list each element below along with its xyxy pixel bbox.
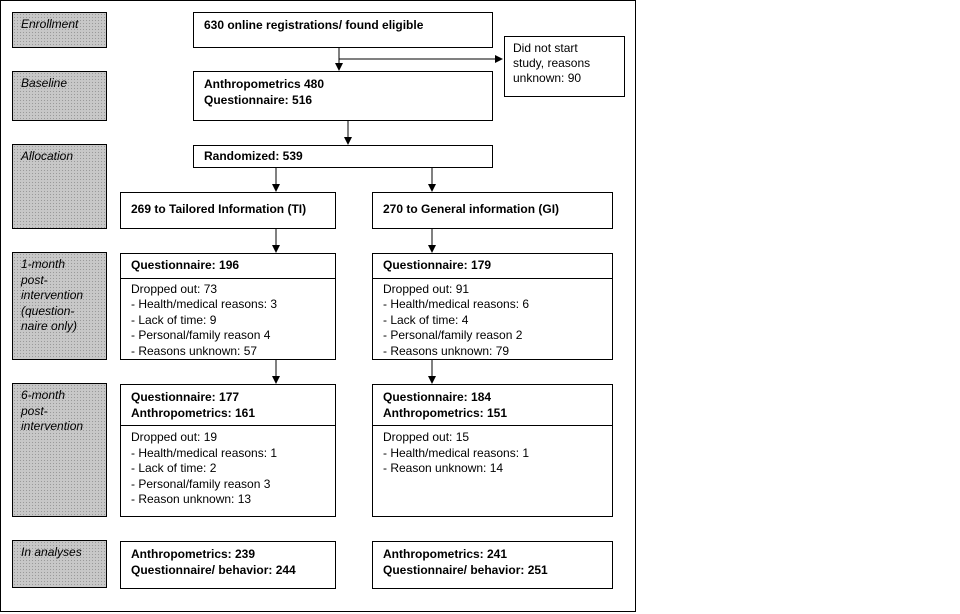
analyses-ti-line: Anthropometrics: 239 [131,547,256,561]
stage-label: 6-month [21,388,66,402]
one-month-ti-box: Questionnaire: 196 Dropped out: 73 - Hea… [120,253,336,360]
dropout-line: Dropped out: 15 [383,430,470,444]
stage-one-month: 1-month post- intervention (question- na… [12,252,107,360]
six-month-ti-header: Questionnaire: 177 [131,390,240,404]
six-month-ti-header: Anthropometrics: 161 [131,405,256,420]
analyses-ti-line: Questionnaire/ behavior: 244 [131,562,296,577]
dropout-line: - Reason unknown: 13 [131,492,252,506]
arm-gi-text: 270 to General information (GI) [383,202,560,216]
stage-label: Enrollment [21,17,79,31]
dropout-line: - Health/medical reasons: 6 [383,297,530,311]
stage-baseline: Baseline [12,71,107,121]
analyses-gi-line: Questionnaire/ behavior: 251 [383,562,548,577]
stage-allocation: Allocation [12,144,107,229]
randomized-box: Randomized: 539 [193,145,493,168]
arm-ti-text: 269 to Tailored Information (TI) [131,202,307,216]
arm-gi-box: 270 to General information (GI) [372,192,613,229]
stage-label: intervention [21,419,84,433]
baseline-line: Questionnaire: 516 [204,92,313,107]
six-month-gi-header: Questionnaire: 184 [383,390,492,404]
not-started-line: Did not start [513,41,578,55]
stage-label: 1-month [21,257,66,271]
dropout-line: - Personal/family reason 3 [131,476,271,491]
dropout-line: - Health/medical reasons: 3 [131,297,278,311]
six-month-ti-box: Questionnaire: 177 Anthropometrics: 161 … [120,384,336,517]
randomized-text: Randomized: 539 [204,149,303,163]
stage-label: post- [21,403,48,418]
dropout-line: - Reasons unknown: 57 [131,343,258,358]
one-month-gi-box: Questionnaire: 179 Dropped out: 91 - Hea… [372,253,613,360]
dropout-line: - Lack of time: 4 [383,312,469,327]
dropout-line: - Personal/family reason 4 [131,328,271,342]
dropout-line: - Health/medical reasons: 1 [131,445,278,460]
stage-enrollment: Enrollment [12,12,107,48]
not-started-line: unknown: 90 [513,71,582,85]
baseline-line: Anthropometrics 480 [204,77,325,91]
one-month-ti-header: Questionnaire: 196 [131,258,240,272]
stage-label: (question- [21,303,75,318]
diagram-frame [0,0,636,612]
enrollment-box: 630 online registrations/ found eligible [193,12,493,48]
stage-label: post- [21,272,48,287]
dropout-line: - Reasons unknown: 79 [383,343,510,358]
analyses-gi-line: Anthropometrics: 241 [383,547,508,561]
dropout-line: - Personal/family reason 2 [383,328,523,342]
stage-label: Allocation [21,149,74,163]
dropout-line: Dropped out: 73 [131,281,218,296]
dropout-line: Dropped out: 91 [383,281,470,296]
enrollment-text: 630 online registrations/ found eligible [204,18,424,32]
analyses-ti-box: Anthropometrics: 239 Questionnaire/ beha… [120,541,336,589]
baseline-box: Anthropometrics 480 Questionnaire: 516 [193,71,493,121]
stage-label: Baseline [21,76,68,90]
six-month-gi-box: Questionnaire: 184 Anthropometrics: 151 … [372,384,613,517]
dropout-line: Dropped out: 19 [131,430,218,444]
arm-ti-box: 269 to Tailored Information (TI) [120,192,336,229]
stage-analyses: In analyses [12,540,107,588]
not-started-line: study, reasons [513,56,591,70]
dropout-line: - Lack of time: 9 [131,312,217,327]
dropout-line: - Lack of time: 2 [131,461,217,475]
stage-label: intervention [21,288,84,302]
not-started-box: Did not start study, reasons unknown: 90 [504,36,625,97]
stage-label: naire only) [21,319,78,333]
analyses-gi-box: Anthropometrics: 241 Questionnaire/ beha… [372,541,613,589]
stage-six-month: 6-month post- intervention [12,383,107,517]
one-month-gi-header: Questionnaire: 179 [383,258,492,272]
dropout-line: - Health/medical reasons: 1 [383,445,530,460]
stage-label: In analyses [21,545,82,559]
six-month-gi-header: Anthropometrics: 151 [383,405,508,420]
dropout-line: - Reason unknown: 14 [383,461,504,475]
